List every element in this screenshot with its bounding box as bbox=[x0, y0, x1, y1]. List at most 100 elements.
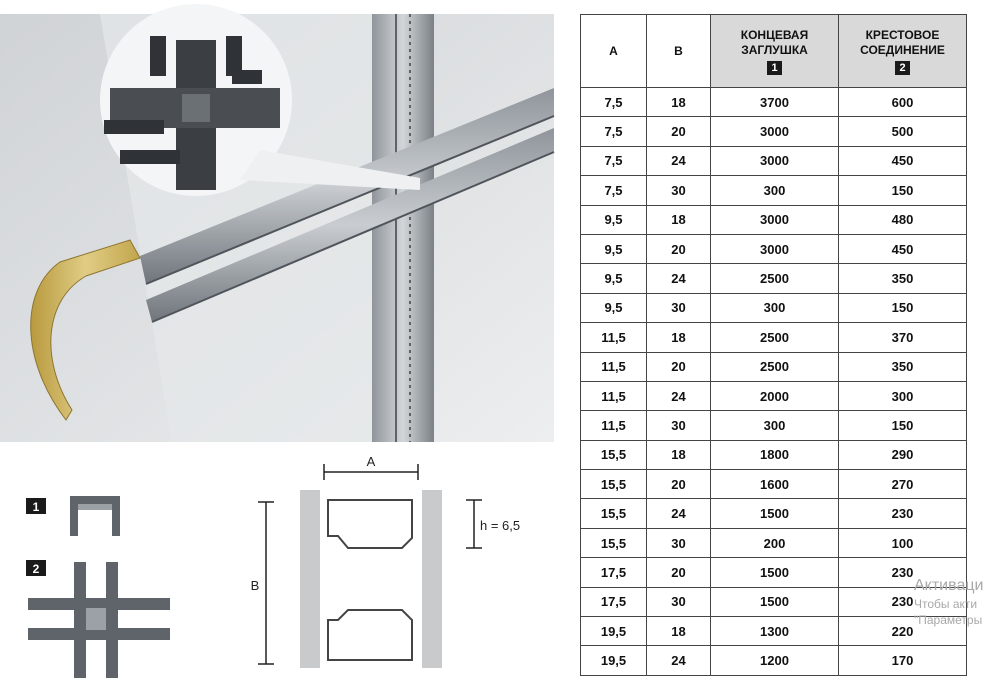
cell-b: 20 bbox=[646, 116, 711, 147]
cell-b: 18 bbox=[646, 616, 711, 647]
dimension-a-label: A bbox=[367, 454, 376, 469]
cell-cross: 350 bbox=[838, 263, 967, 294]
cell-cross: 150 bbox=[838, 292, 967, 324]
header-cross-line1: КРЕСТОВОЕ bbox=[865, 27, 940, 42]
cell-end-cap: 1500 bbox=[710, 557, 839, 588]
cell-end-cap: 3000 bbox=[710, 233, 839, 265]
cell-cross: 170 bbox=[838, 645, 967, 676]
cell-b: 24 bbox=[646, 498, 711, 529]
cell-end-cap: 2500 bbox=[710, 322, 839, 353]
cell-cross: 220 bbox=[838, 616, 967, 647]
cell-end-cap: 1200 bbox=[710, 645, 839, 676]
cell-a: 15,5 bbox=[580, 469, 647, 500]
cell-end-cap: 2000 bbox=[710, 380, 839, 412]
vertical-profile bbox=[372, 14, 434, 442]
cell-cross: 150 bbox=[838, 410, 967, 441]
cell-b: 18 bbox=[646, 322, 711, 353]
cell-end-cap: 3700 bbox=[710, 86, 839, 118]
cell-a: 9,5 bbox=[580, 204, 647, 235]
cell-a: 7,5 bbox=[580, 145, 647, 177]
table-header-row: A B КОНЦЕВАЯ ЗАГЛУШКА 1 КРЕСТОВОЕ СОЕДИН… bbox=[580, 14, 967, 88]
watermark-line2: "Параметры bbox=[914, 613, 983, 627]
legend-number-2: 2 bbox=[33, 562, 40, 576]
cell-cross: 230 bbox=[838, 586, 967, 618]
cell-a: 15,5 bbox=[580, 527, 647, 559]
cell-a: 9,5 bbox=[580, 233, 647, 265]
cell-b: 30 bbox=[646, 586, 711, 618]
cross-connector-profile-icon bbox=[28, 562, 170, 678]
cell-end-cap: 1300 bbox=[710, 616, 839, 647]
activation-watermark: Активаци Чтобы акти "Параметры bbox=[914, 576, 994, 628]
cell-end-cap: 300 bbox=[710, 410, 839, 441]
watermark-title: Активаци bbox=[914, 577, 984, 594]
cell-b: 24 bbox=[646, 380, 711, 412]
cell-a: 17,5 bbox=[580, 557, 647, 588]
cell-end-cap: 300 bbox=[710, 292, 839, 324]
cell-cross: 290 bbox=[838, 439, 967, 471]
cell-a: 19,5 bbox=[580, 645, 647, 676]
legend-badge-2 bbox=[26, 560, 46, 576]
sealing-tape bbox=[30, 239, 141, 421]
cell-a: 19,5 bbox=[580, 616, 647, 647]
cell-cross: 150 bbox=[838, 175, 967, 206]
cell-cross: 100 bbox=[838, 527, 967, 559]
cell-b: 30 bbox=[646, 410, 711, 441]
dimension-b-label: B bbox=[251, 578, 260, 593]
cell-a: 7,5 bbox=[580, 86, 647, 118]
header-cross: КРЕСТОВОЕ СОЕДИНЕНИЕ 2 bbox=[838, 14, 967, 88]
header-end-cap-badge: 1 bbox=[767, 60, 782, 75]
cell-b: 30 bbox=[646, 175, 711, 206]
cell-end-cap: 3000 bbox=[710, 116, 839, 147]
watermark-line1: Чтобы акти bbox=[914, 597, 978, 611]
cell-a: 17,5 bbox=[580, 586, 647, 618]
end-cap-profile-icon bbox=[70, 496, 120, 536]
header-cross-line2: СОЕДИНЕНИЕ bbox=[860, 42, 945, 57]
cell-b: 24 bbox=[646, 263, 711, 294]
cell-end-cap: 1500 bbox=[710, 586, 839, 618]
cell-b: 20 bbox=[646, 557, 711, 588]
cell-end-cap: 2500 bbox=[710, 351, 839, 382]
cell-cross: 500 bbox=[838, 116, 967, 147]
cell-end-cap: 200 bbox=[710, 527, 839, 559]
header-end-cap-line2: ЗАГЛУШКА bbox=[741, 42, 808, 57]
cell-a: 9,5 bbox=[580, 292, 647, 324]
header-b: B bbox=[646, 14, 711, 88]
cell-cross: 230 bbox=[838, 557, 967, 588]
spec-table: A B КОНЦЕВАЯ ЗАГЛУШКА 1 КРЕСТОВОЕ СОЕДИН… bbox=[580, 14, 967, 676]
cell-a: 11,5 bbox=[580, 322, 647, 353]
cross-connector-3d bbox=[104, 36, 280, 190]
cell-end-cap: 1500 bbox=[710, 498, 839, 529]
cell-b: 30 bbox=[646, 527, 711, 559]
cell-cross: 450 bbox=[838, 145, 967, 177]
cell-cross: 600 bbox=[838, 86, 967, 118]
cell-cross: 370 bbox=[838, 322, 967, 353]
dimension-diagram bbox=[258, 464, 482, 668]
cell-end-cap: 3000 bbox=[710, 145, 839, 177]
cell-end-cap: 2500 bbox=[710, 263, 839, 294]
cell-cross: 350 bbox=[838, 351, 967, 382]
cell-end-cap: 1800 bbox=[710, 439, 839, 471]
cell-b: 24 bbox=[646, 645, 711, 676]
cell-cross: 230 bbox=[838, 498, 967, 529]
cell-end-cap: 300 bbox=[710, 175, 839, 206]
cell-a: 11,5 bbox=[580, 380, 647, 412]
cell-b: 18 bbox=[646, 86, 711, 118]
cell-b: 20 bbox=[646, 233, 711, 265]
cell-b: 30 bbox=[646, 292, 711, 324]
dimension-h-label: h = 6,5 bbox=[480, 518, 520, 533]
